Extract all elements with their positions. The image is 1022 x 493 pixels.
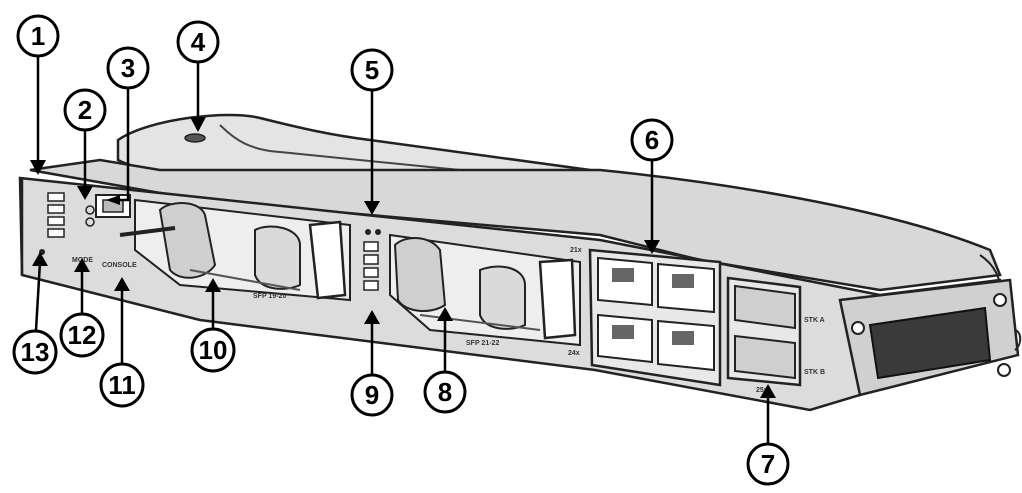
- callout-12-label: 12: [68, 320, 97, 350]
- sfp-left-label: SFP 19-20: [253, 293, 286, 300]
- callout-10-label: 10: [199, 335, 228, 365]
- port-24x-label: 24x: [568, 350, 580, 357]
- port-25x-label: 25x: [756, 387, 768, 394]
- callout-5-label: 5: [365, 55, 379, 85]
- sfp-module-left: [119, 198, 351, 302]
- callout-9-label: 9: [365, 380, 379, 410]
- stack-a-label: STK A: [804, 317, 825, 324]
- leader-arrowheads: [30, 117, 776, 398]
- callout-8: 8: [423, 370, 467, 414]
- callout-10: 10: [190, 327, 236, 373]
- callout-1-label: 1: [31, 21, 45, 51]
- callout-11: 11: [99, 362, 145, 408]
- leader-lines: [34, 55, 770, 445]
- callout-4: 4: [176, 20, 220, 64]
- callout-13-label: 13: [21, 337, 50, 367]
- leader-3: [118, 88, 130, 202]
- callout-9: 9: [350, 373, 394, 417]
- stack-b-label: STK B: [804, 369, 825, 376]
- console-label: CONSOLE: [102, 262, 137, 269]
- callout-3: 3: [106, 46, 150, 90]
- callout-13: 13: [12, 329, 58, 375]
- callout-2: 2: [63, 88, 107, 132]
- rj45-port-block: [588, 248, 722, 387]
- callout-8-label: 8: [438, 377, 452, 407]
- callout-11-label: 11: [108, 370, 136, 400]
- callout-5: 5: [350, 48, 394, 92]
- sfp-led-column: [363, 229, 381, 291]
- callout-7: 7: [746, 442, 790, 486]
- callout-6-label: 6: [645, 125, 659, 155]
- callout-4-label: 4: [191, 27, 206, 57]
- port-21x-label: 21x: [570, 247, 582, 254]
- callout-2-label: 2: [78, 95, 92, 125]
- callout-7-label: 7: [761, 449, 775, 479]
- stack-ports: [726, 276, 802, 387]
- callout-6: 6: [630, 118, 674, 162]
- callout-1: 1: [16, 14, 60, 58]
- callout-3-label: 3: [121, 53, 135, 83]
- sfp-mid-label: SFP 21-22: [466, 340, 499, 347]
- leader-13: [34, 261, 42, 331]
- callout-12: 12: [59, 312, 105, 358]
- sfp-module-middle: [389, 233, 581, 347]
